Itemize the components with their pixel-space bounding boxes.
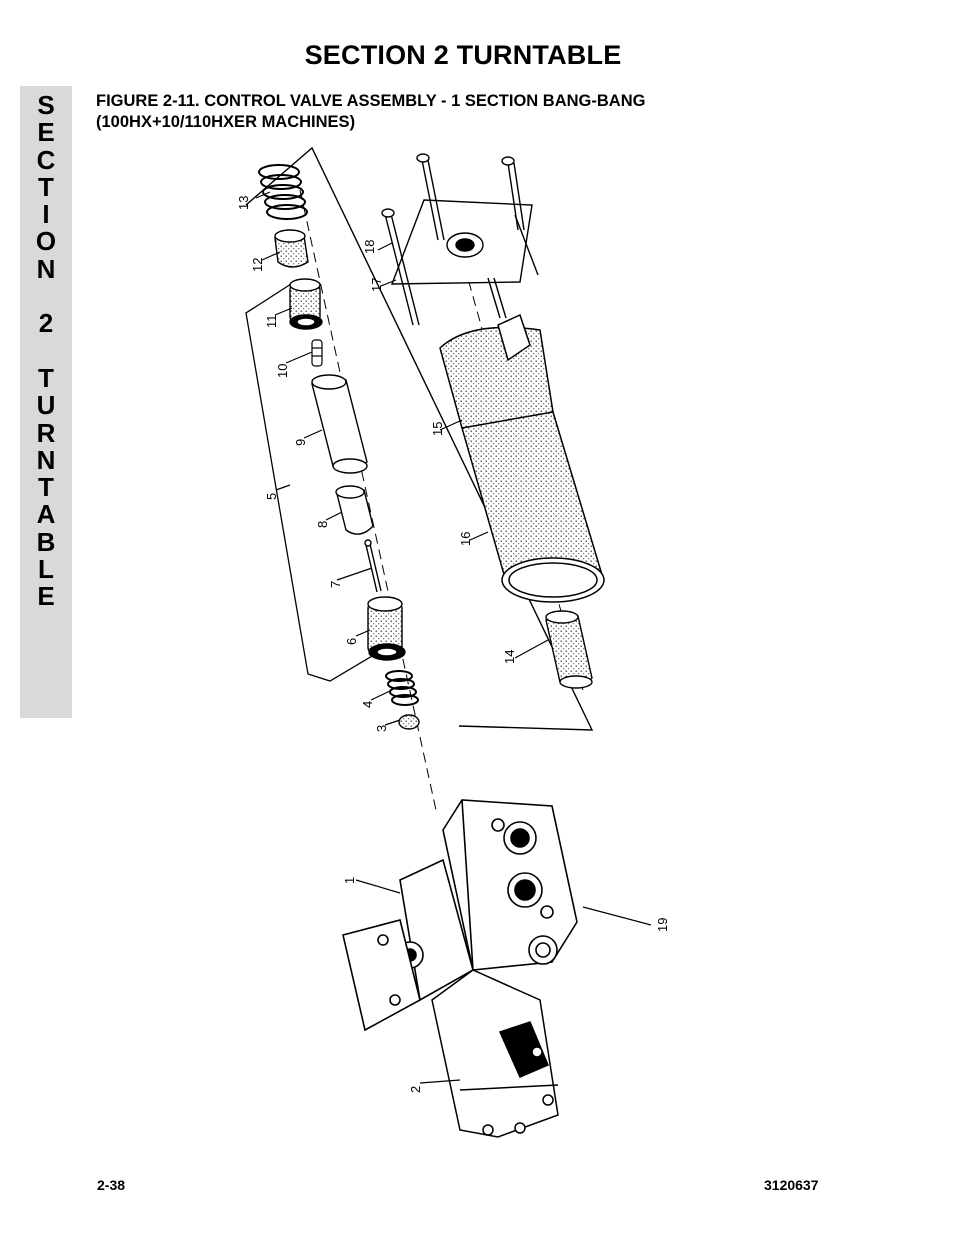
seal-3: [398, 714, 420, 730]
bracket-17-18: [381, 153, 539, 326]
fitting-6: [367, 596, 406, 661]
callout-1: 1: [342, 877, 357, 884]
callout-12: 12: [250, 258, 265, 272]
page-number: 2-38: [97, 1177, 126, 1193]
leader-lines: [255, 191, 652, 1084]
plunger-14: [545, 610, 593, 689]
spring-13: [258, 164, 308, 220]
callout-14: 14: [502, 650, 517, 664]
callout-11: 11: [264, 315, 279, 329]
callout-2: 2: [408, 1086, 423, 1093]
callout-19: 19: [655, 918, 670, 932]
callout-13: 13: [236, 196, 251, 210]
spring-4: [385, 670, 419, 706]
solenoid-2: [431, 969, 559, 1138]
kit-frame: [245, 146, 594, 731]
rod-7: [364, 539, 382, 593]
callout-5: 5: [264, 493, 279, 500]
figure-caption-line-2: (100HX+10/110HXER MACHINES): [96, 113, 356, 131]
callout-4: 4: [360, 701, 375, 708]
callout-9: 9: [293, 439, 308, 446]
callout-15: 15: [430, 422, 445, 436]
section-title: SECTION 2 TURNTABLE: [304, 40, 622, 70]
figure-caption-line-1: FIGURE 2-11. CONTROL VALVE ASSEMBLY - 1 …: [96, 92, 646, 110]
callout-3: 3: [374, 725, 389, 732]
callout-6: 6: [344, 638, 359, 645]
callout-16: 16: [458, 532, 473, 546]
section-side-tab: S E C T I O N 2 T U R N T A B L E: [20, 86, 72, 718]
sleeve-9: [311, 374, 368, 474]
callout-10: 10: [275, 364, 290, 378]
callout-18: 18: [362, 240, 377, 254]
callout-7: 7: [328, 581, 343, 588]
valve-body-1-19: [342, 799, 578, 1032]
document-number: 3120637: [764, 1177, 819, 1193]
figure-caption: FIGURE 2-11. CONTROL VALVE ASSEMBLY - 1 …: [96, 91, 796, 133]
fitting-11: [289, 278, 323, 330]
inner-kit-frame: [245, 283, 400, 682]
callout-17: 17: [369, 278, 384, 292]
housing-16: [461, 411, 605, 603]
spool-8: [335, 485, 374, 535]
callout-8: 8: [315, 521, 330, 528]
coil-15: [439, 313, 554, 429]
pin-10: [311, 339, 323, 367]
callout-labels: 13 12 11 10 9 5 8 7 6 4 3 18 17 15 16 14…: [236, 196, 670, 1093]
cap-12: [274, 229, 309, 268]
side-tab-text: S E C T I O N 2 T U R N T A B L E: [35, 90, 57, 612]
